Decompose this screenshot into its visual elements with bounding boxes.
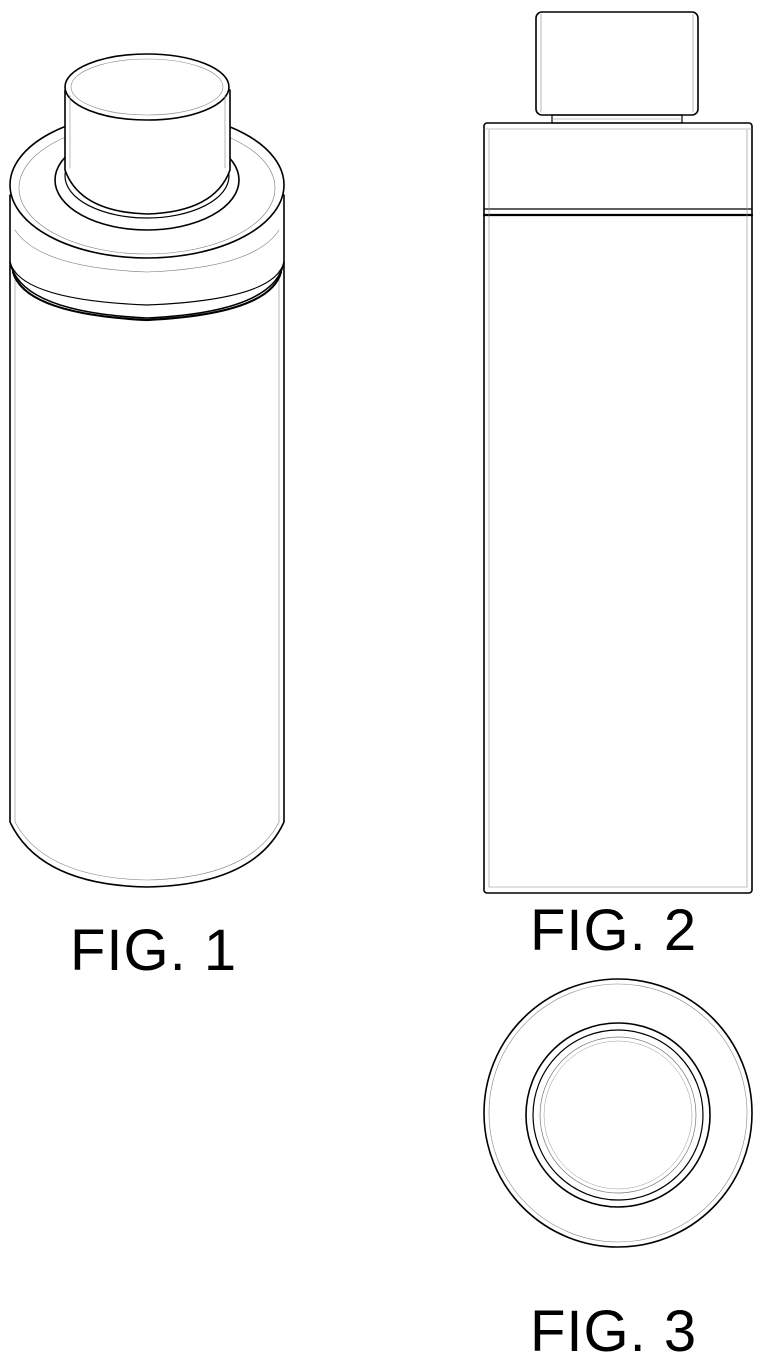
fig3-cap-top [540,1037,696,1193]
fig3-neck-ring [526,1023,710,1207]
fig2-label: FIG. 2 [530,902,697,960]
fig3-label: FIG. 3 [530,1303,697,1361]
fig2-cap [536,12,698,115]
fig3-bottle-top [484,979,752,1247]
fig1-cap [65,54,230,214]
fig1-bottle-perspective [10,54,284,887]
fig2-body [484,123,752,893]
fig2-bottle-side [484,12,752,893]
fig1-body-outline [10,262,284,887]
fig1-label: FIG. 1 [70,922,237,980]
